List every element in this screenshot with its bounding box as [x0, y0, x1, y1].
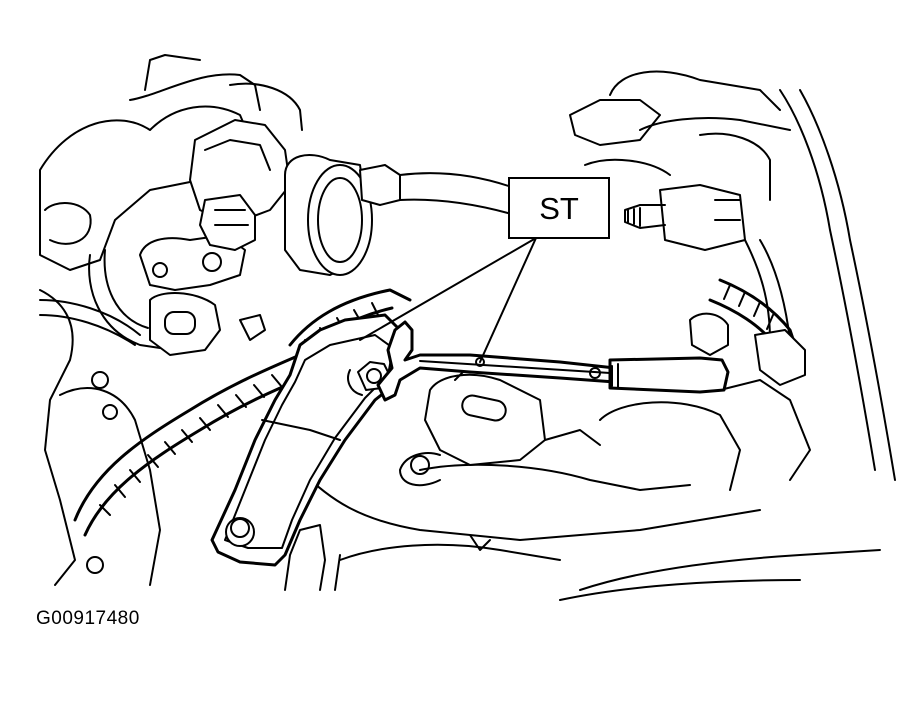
leader-line-bracket	[359, 237, 537, 341]
callout-label-st: ST	[539, 191, 579, 226]
callout-box	[508, 177, 610, 239]
st-callout: ST	[359, 177, 610, 363]
engine-background-parts	[39, 54, 896, 601]
mounting-bracket	[210, 313, 412, 567]
special-tool-wrench	[376, 320, 730, 402]
figure-id: G00917480	[36, 608, 140, 629]
leader-line-tool	[479, 237, 537, 363]
